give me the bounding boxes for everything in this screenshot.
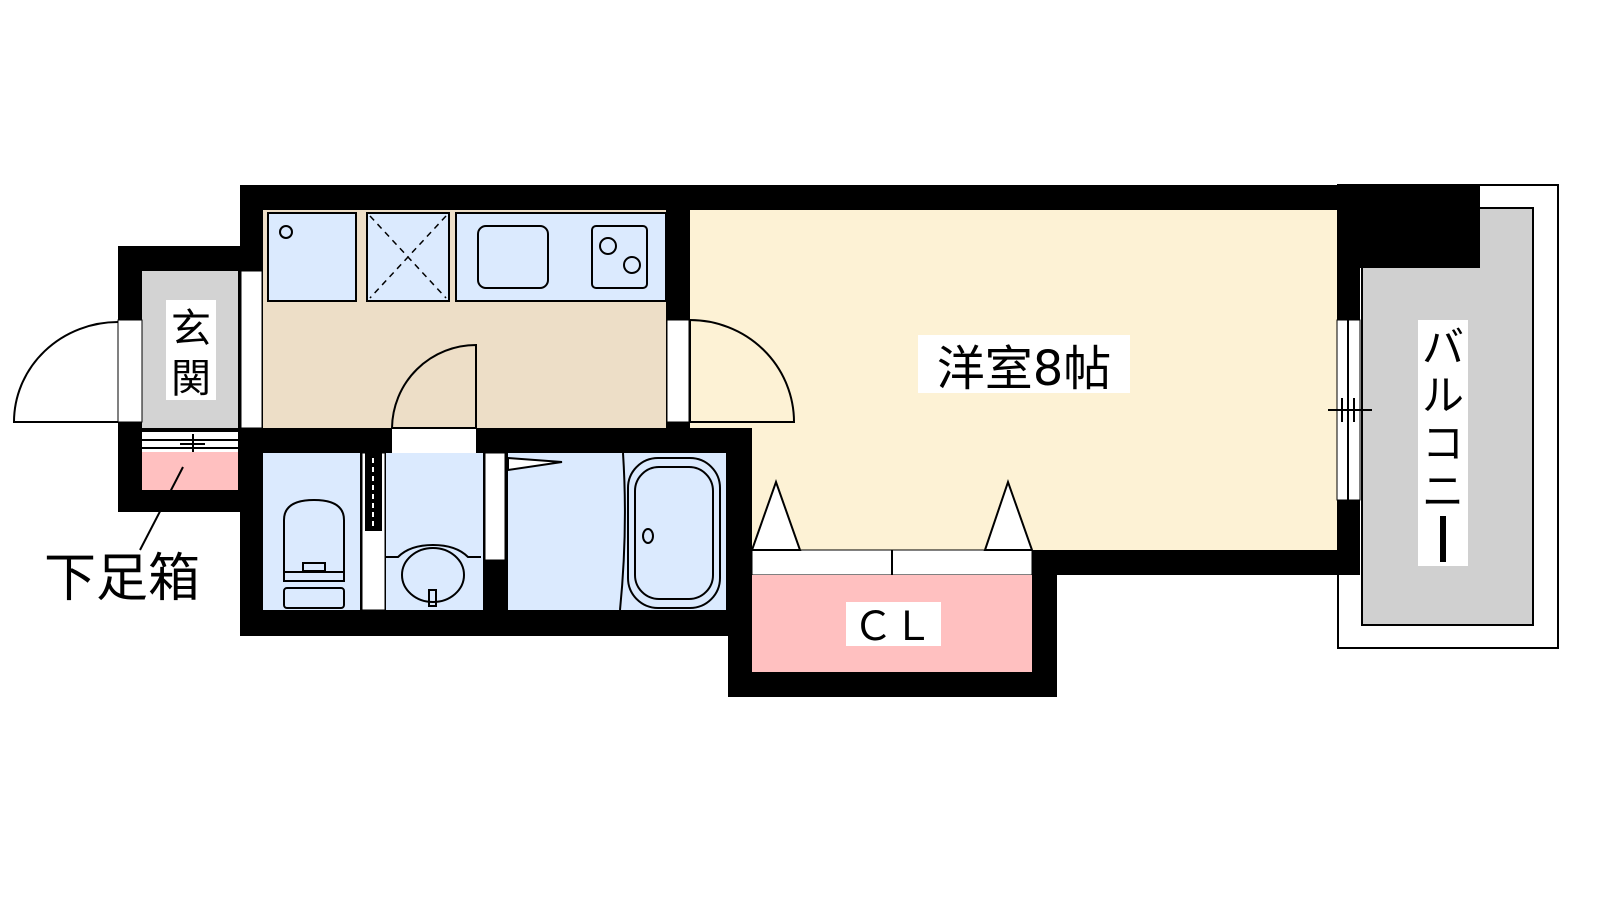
toilet-room: [263, 452, 386, 611]
kitchen: [263, 210, 690, 428]
svg-text:バ: バ: [1422, 323, 1464, 372]
refrigerator-space: [267, 212, 357, 302]
bathroom-door[interactable]: [390, 343, 477, 429]
sink-icon: [477, 225, 549, 289]
western-room-label: 洋室8帖: [937, 341, 1112, 397]
closet-door-right[interactable]: [983, 478, 1034, 551]
svg-text:関: 関: [171, 356, 211, 402]
entrance-door[interactable]: [12, 321, 119, 423]
balcony-label: バ ル コ ニ: [1418, 320, 1468, 566]
svg-text:ル: ル: [1422, 371, 1464, 420]
room-door[interactable]: [689, 318, 796, 423]
bathroom: [507, 452, 726, 611]
svg-text:コ: コ: [1422, 419, 1464, 468]
toilet-icon: [283, 498, 345, 573]
stove-icon: [591, 225, 648, 289]
bath-door[interactable]: [507, 456, 563, 472]
closet-label: ＣＬ: [853, 604, 933, 650]
washbasin-icon: [386, 543, 481, 558]
svg-text:玄: 玄: [171, 306, 211, 352]
closet-door-left[interactable]: [750, 478, 802, 551]
bathtub-icon: [627, 457, 721, 609]
svg-text:ニ: ニ: [1422, 467, 1464, 516]
balcony-window[interactable]: [1328, 319, 1372, 501]
entrance-label: 玄 関: [166, 300, 216, 402]
washroom: [386, 452, 506, 610]
shoe-cabinet-label: 下足箱: [44, 549, 200, 609]
shoe-cabinet: [139, 432, 238, 551]
